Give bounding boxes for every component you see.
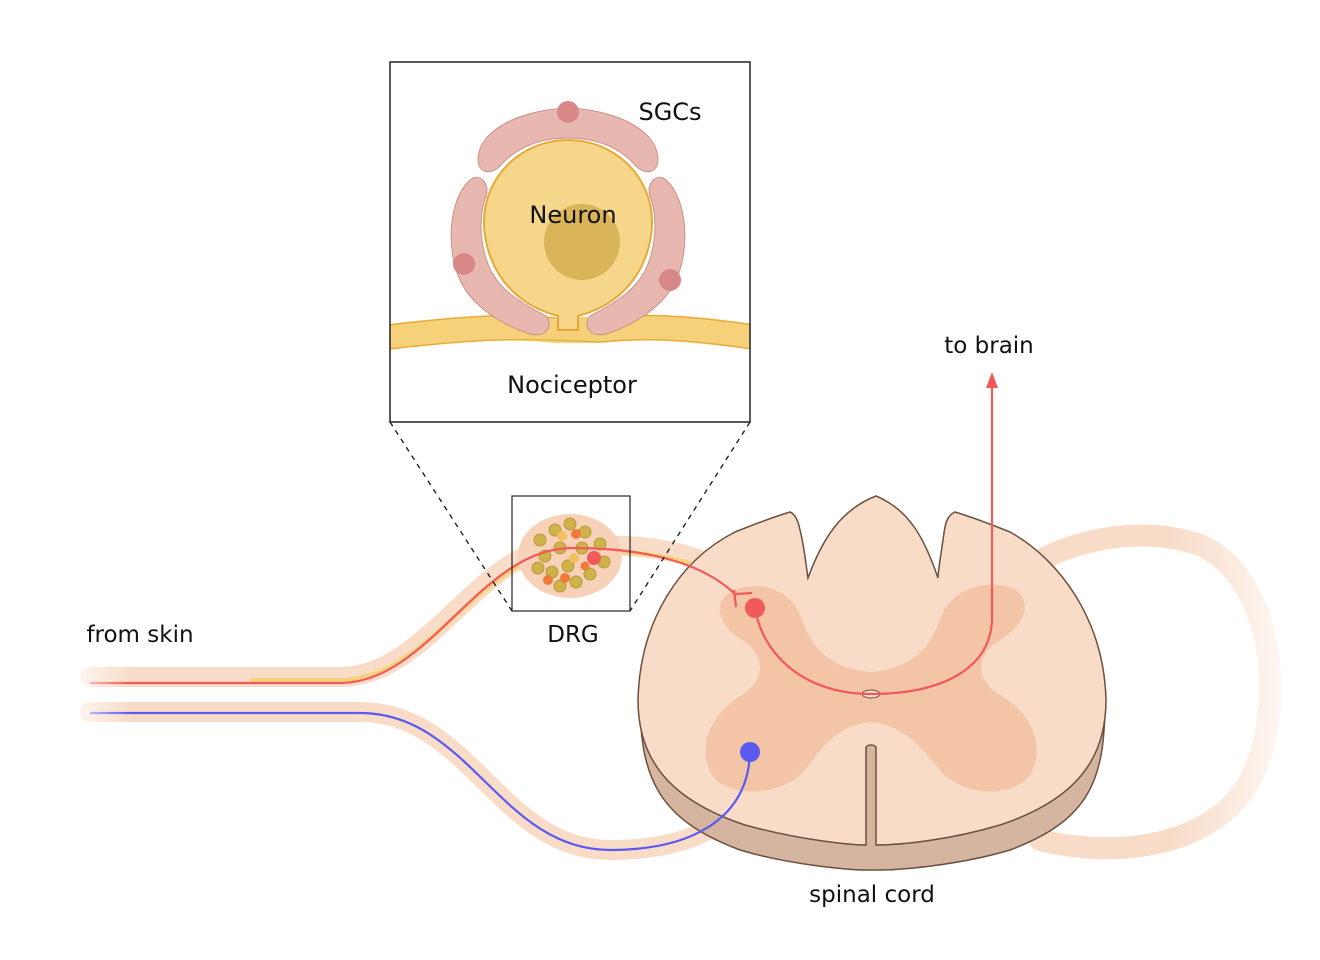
right-fade [1170, 500, 1320, 880]
neuron-nucleus [544, 204, 620, 280]
spinal-cord [637, 495, 1107, 871]
label-nociceptor: Nociceptor [507, 371, 637, 399]
nociceptor-axon [390, 314, 750, 350]
dorsal-root-yellow-fiber [250, 548, 691, 682]
label-sgcs: SGCs [638, 98, 701, 126]
gray-matter [705, 584, 1037, 792]
dorsal-horn-neuron [745, 598, 765, 618]
drg-zoom-box [511, 495, 631, 612]
zoom-leader-right [629, 421, 751, 612]
ventral-horn-neuron [740, 742, 760, 762]
label-from-skin: from skin [86, 622, 193, 648]
zoom-leader-left [389, 421, 513, 612]
inset-panel [389, 61, 751, 423]
drg-highlight-neuron [587, 551, 601, 565]
label-neuron: Neuron [529, 201, 616, 229]
to-brain-arrowhead [986, 372, 998, 388]
sgc-nuclei [453, 101, 681, 291]
motor-pathway [90, 711, 752, 852]
label-drg: DRG [547, 622, 599, 648]
label-spinal-cord: spinal cord [809, 882, 935, 908]
label-to-brain: to brain [944, 333, 1034, 359]
sensory-pathway [90, 388, 994, 696]
left-fade [60, 660, 130, 730]
